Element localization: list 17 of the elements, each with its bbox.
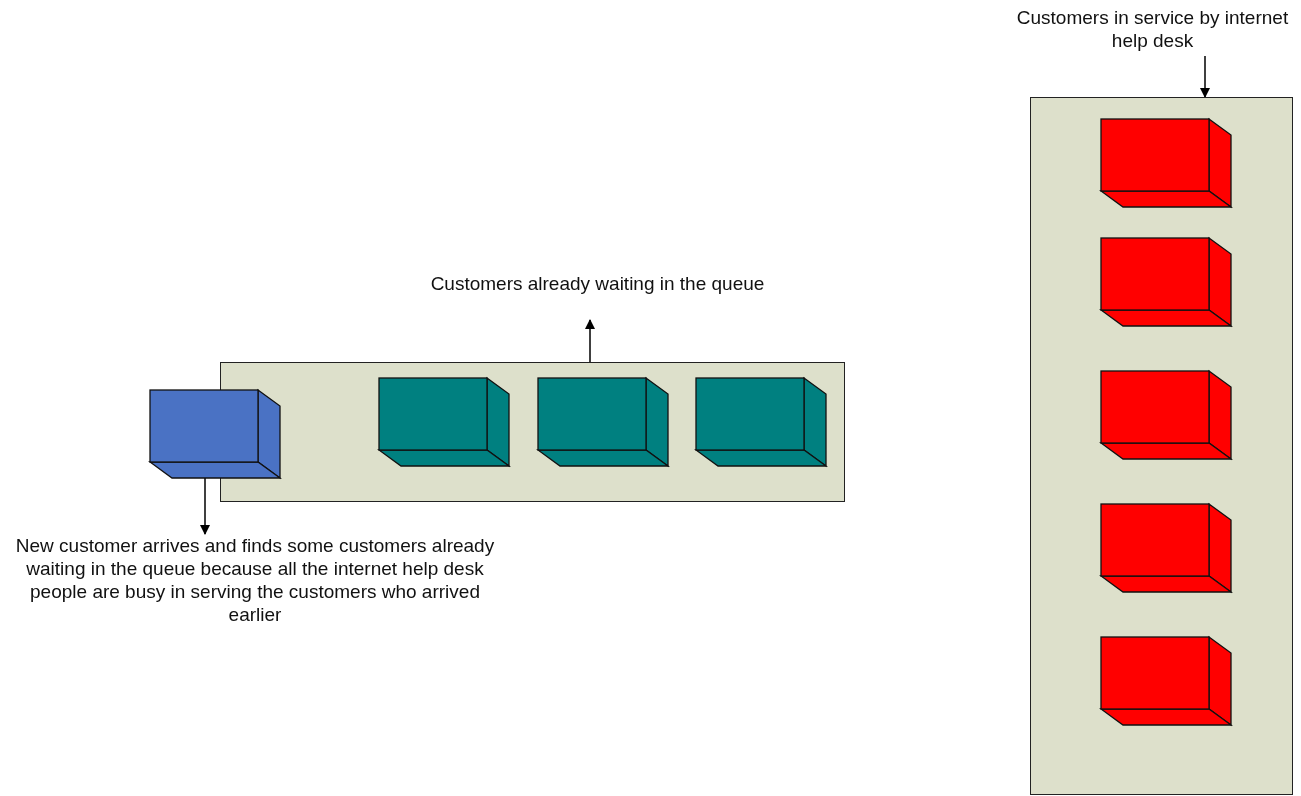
note-text: New customer arrives and finds some customers already waiting in the queue because all the internet help desk people are busy in serving the customers who arrived earlier (5, 534, 505, 674)
customer-cube (1101, 637, 1231, 725)
customer-cube (1101, 119, 1231, 207)
customer-cube (1101, 504, 1231, 592)
customer-cube (1101, 238, 1231, 326)
note-text: Customers already waiting in the queue (415, 272, 780, 320)
service-area (1030, 97, 1293, 795)
customer-cube (379, 378, 509, 466)
queue-area (220, 362, 845, 502)
arrow (1199, 55, 1211, 99)
customer-cube (696, 378, 826, 466)
customer-cube (1101, 371, 1231, 459)
customer-cube (538, 378, 668, 466)
arrow (584, 318, 596, 363)
customer-cube (150, 390, 280, 478)
arrow (199, 477, 211, 536)
note-text: Customers in service by internet help desk (1005, 6, 1300, 56)
